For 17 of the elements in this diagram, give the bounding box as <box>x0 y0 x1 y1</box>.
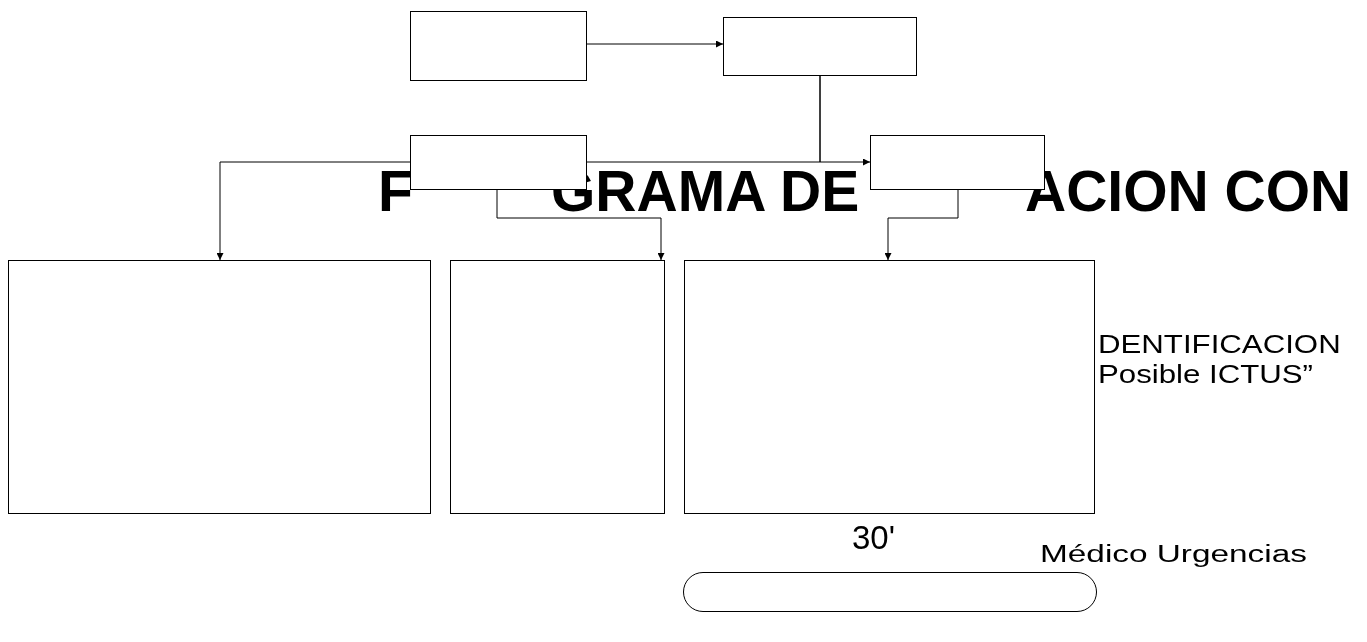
process-box <box>8 260 431 514</box>
role-label: Médico Urgencias <box>1040 543 1307 566</box>
process-box <box>450 260 665 514</box>
arrow <box>884 189 959 261</box>
time-label: 30' <box>852 521 895 554</box>
process-box <box>410 11 587 81</box>
heading-text: F <box>378 163 413 220</box>
arrow <box>586 40 724 48</box>
body-text: Posible ICTUS” <box>1098 361 1313 387</box>
heading-text: ACION CON <box>1025 163 1352 220</box>
arrow <box>819 75 871 166</box>
process-box <box>684 260 1095 514</box>
arrow <box>496 189 665 261</box>
body-text: DENTIFICACION <box>1098 331 1341 357</box>
rounded-box <box>683 572 1097 612</box>
process-box <box>723 17 917 76</box>
arrow <box>216 161 411 261</box>
